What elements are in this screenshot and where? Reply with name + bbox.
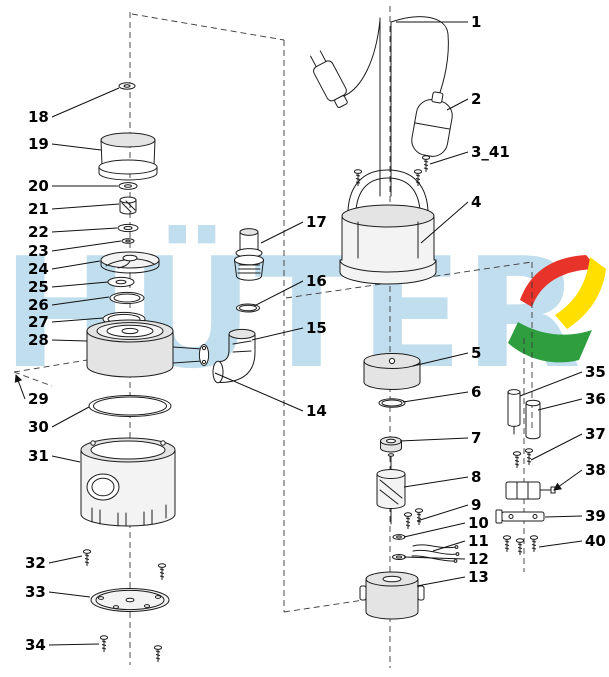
emblem-yellow-band <box>555 257 606 329</box>
leader-line-15 <box>251 327 304 341</box>
washer-part-10 <box>392 534 406 540</box>
base-plate-part-33 <box>90 588 170 612</box>
cover-screw-left <box>353 169 363 187</box>
washer-part-23 <box>121 238 135 244</box>
leader-line-28 <box>51 339 88 342</box>
leader-line-5 <box>412 352 469 367</box>
o-ring-part-30 <box>88 395 172 417</box>
construction-lines <box>13 6 533 668</box>
leader-line-29 <box>14 374 26 400</box>
o-ring-part-26 <box>109 291 145 305</box>
leader-line-39 <box>544 515 583 518</box>
leader-line-26 <box>51 296 110 306</box>
leader-line-12 <box>403 556 466 560</box>
leader-line-2 <box>446 98 469 111</box>
stator-part-13 <box>359 571 425 620</box>
bearing-part-7 <box>380 436 402 453</box>
bushing-part-21 <box>119 196 137 215</box>
leader-line-18 <box>51 87 120 118</box>
emblem-red-band <box>520 255 598 307</box>
o-ring-part-16 <box>236 303 260 313</box>
washer-part-20 <box>118 182 138 190</box>
screw-37a <box>512 451 522 469</box>
wires-part-11 <box>411 544 460 563</box>
screws-part-9 <box>403 508 424 530</box>
leader-line-23 <box>51 240 122 252</box>
leader-line-34 <box>48 643 100 646</box>
emblem-green-band <box>508 322 592 363</box>
screws-part-34 <box>99 635 163 663</box>
leader-line-3_41 <box>429 151 469 165</box>
leader-line-30 <box>51 406 90 428</box>
screw-32b <box>157 563 167 581</box>
leader-line-19 <box>51 143 102 151</box>
leader-line-13 <box>416 576 466 587</box>
leader-line-36 <box>537 398 583 411</box>
power-plug <box>310 50 348 108</box>
leader-line-25 <box>51 281 109 288</box>
o-ring-part-6 <box>378 398 406 408</box>
leader-line-14 <box>214 372 304 412</box>
leader-line-24 <box>51 260 101 270</box>
screw-40b <box>515 538 525 556</box>
float-switch-part-2 <box>411 91 453 157</box>
screw-40a <box>502 535 512 553</box>
washer-part-22 <box>117 223 139 233</box>
cover-handle-part-4 <box>339 169 437 285</box>
elbow-part-15 <box>212 328 256 384</box>
screw-37b <box>524 448 534 466</box>
leader-line-9 <box>416 504 469 522</box>
washer-part-18 <box>118 82 136 90</box>
pump-housing-part-28 <box>86 319 210 378</box>
power-cord-part-1 <box>310 16 449 197</box>
leader-line-8 <box>403 476 469 488</box>
leader-line-38 <box>553 469 583 491</box>
leader-line-10 <box>403 522 466 538</box>
terminal-block-part-38 <box>505 481 556 500</box>
screw-9b <box>414 508 424 526</box>
seal-part-25 <box>107 276 135 288</box>
screw-32a <box>82 549 92 567</box>
leader-line-31 <box>51 455 81 463</box>
capacitor-part-35 <box>507 389 521 435</box>
leader-line-40 <box>538 540 583 548</box>
screw-9a <box>403 512 413 530</box>
motor-cap-part-5 <box>363 353 421 390</box>
screw-34b <box>153 645 163 663</box>
leader-line-7 <box>399 437 469 442</box>
bracket-part-39 <box>495 509 545 524</box>
outlet-adapter-part-17 <box>234 228 264 281</box>
screws-part-37 <box>512 448 534 469</box>
screw-34a <box>99 635 109 653</box>
washer-part-12 <box>392 554 406 560</box>
cap-cup-part-19 <box>98 132 158 181</box>
leader-line-32 <box>48 555 83 564</box>
rotor-shaft-part-8 <box>376 453 406 525</box>
leader-lines <box>14 21 583 646</box>
screw-part-3-41 <box>421 155 431 173</box>
base-housing-part-31 <box>80 437 176 527</box>
brand-emblem <box>508 255 606 363</box>
leader-line-16 <box>253 280 304 307</box>
leader-line-27 <box>51 317 104 323</box>
leader-line-6 <box>402 391 469 403</box>
cover-screw-right <box>413 169 423 187</box>
leader-line-17 <box>260 221 304 244</box>
leader-line-22 <box>51 227 118 233</box>
leader-line-35 <box>519 371 583 397</box>
screws-part-40 <box>502 535 539 556</box>
impeller-part-24 <box>100 251 160 274</box>
screws-part-32 <box>82 549 167 581</box>
leader-line-11 <box>432 540 466 552</box>
leader-line-21 <box>51 203 120 210</box>
leader-line-4 <box>420 201 469 244</box>
screw-40c <box>529 535 539 553</box>
leader-line-33 <box>48 591 91 598</box>
capacitor-sleeve-part-36 <box>525 399 541 440</box>
leader-line-37 <box>530 433 583 461</box>
